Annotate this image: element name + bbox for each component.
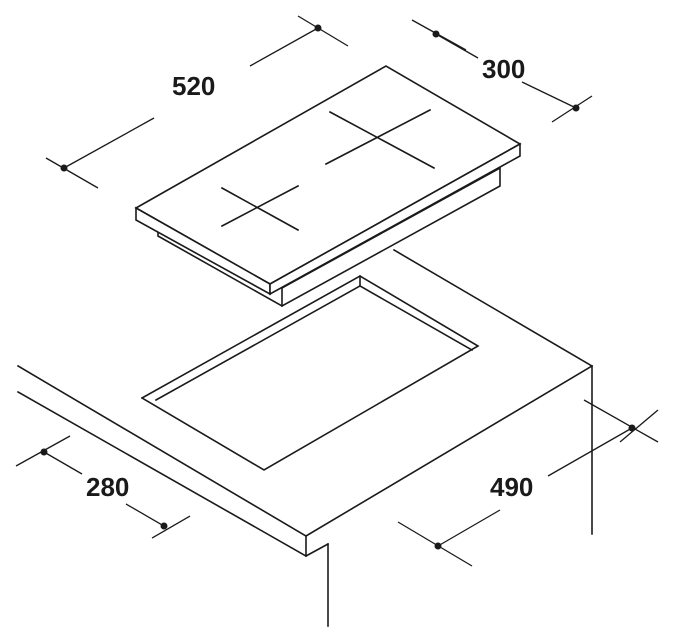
dimension-label-520: 520	[172, 71, 215, 101]
countertop-cutout	[140, 275, 480, 471]
hob	[134, 65, 522, 307]
countertop	[16, 248, 594, 627]
dimension-490: 490	[397, 399, 659, 567]
dimension-label-280: 280	[86, 472, 129, 502]
dimension-520: 520	[45, 15, 349, 189]
dimension-280: 280	[15, 435, 191, 539]
dimension-label-300: 300	[482, 54, 525, 84]
dimension-300: 300	[411, 19, 593, 123]
dimension-label-490: 490	[490, 472, 533, 502]
cooking-zone-left-icon	[220, 184, 300, 232]
cooking-zone-right-icon	[324, 108, 436, 170]
